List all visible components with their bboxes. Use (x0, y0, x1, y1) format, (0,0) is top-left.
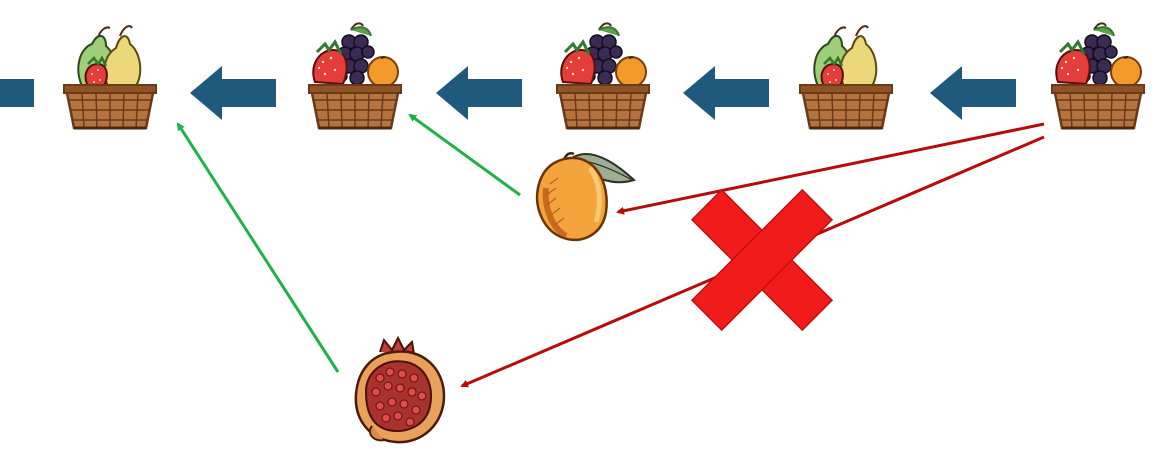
basket-1 (64, 26, 156, 128)
accept-arrow-pomegranate (176, 122, 340, 373)
pomegranate-fruit (354, 335, 446, 444)
flow-arrow-1 (190, 66, 276, 120)
peach-fruit (535, 152, 636, 242)
basket-2 (309, 23, 401, 128)
flow-arrow-3 (683, 66, 769, 120)
flow-arrow-4 (930, 66, 1016, 120)
accept-arrow-peach (408, 113, 521, 197)
flow-arrow-2 (436, 66, 522, 120)
reject-arrow-peach (616, 122, 1045, 215)
cross-icon (690, 188, 834, 332)
flow-arrow-partial (0, 79, 34, 107)
basket-5 (1052, 23, 1144, 128)
basket-3 (557, 23, 649, 128)
basket-4 (800, 26, 892, 128)
